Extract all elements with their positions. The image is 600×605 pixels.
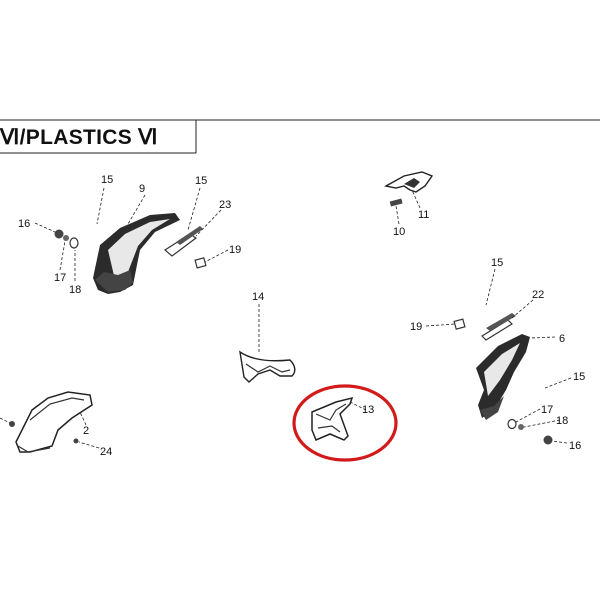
callout-17-a: 17 — [54, 272, 66, 284]
part-23-bracket — [163, 226, 203, 257]
part-2-lower-cover — [9, 391, 93, 453]
part-13-cover — [311, 396, 354, 441]
callout-16-b: 16 — [569, 440, 581, 452]
callout-15-a: 15 — [101, 174, 113, 186]
part-9-side-cover — [93, 213, 180, 294]
part-11-cover — [383, 171, 434, 193]
part-14-center-cover — [239, 350, 296, 383]
callout-15-c: 15 — [491, 257, 503, 269]
callout-22: 22 — [532, 289, 544, 301]
part-19-clip-right — [453, 318, 466, 330]
highlight-circle — [292, 384, 398, 462]
leader-lines — [0, 187, 572, 449]
part-10-tab — [389, 198, 403, 207]
callout-2: 2 — [83, 425, 89, 437]
page-title: Ⅵ/PLASTICS Ⅵ — [0, 126, 158, 149]
fasteners-right — [507, 418, 553, 445]
callout-24: 24 — [100, 446, 112, 458]
title-frame — [0, 119, 600, 154]
fasteners-left — [54, 229, 79, 249]
part-19-clip-left — [194, 257, 207, 269]
callout-15-b: 15 — [195, 175, 207, 187]
callout-23: 23 — [219, 199, 231, 211]
callout-19-a: 19 — [229, 244, 241, 256]
callout-19-b: 19 — [410, 321, 422, 333]
callout-11: 11 — [418, 209, 429, 221]
part-6-side-cover — [476, 334, 530, 420]
callout-18-a: 18 — [69, 284, 81, 296]
callout-17-b: 17 — [541, 404, 553, 416]
callout-13: 13 — [362, 404, 374, 416]
callout-18-b: 18 — [556, 415, 568, 427]
callout-10: 10 — [393, 226, 405, 238]
callout-6: 6 — [559, 333, 565, 345]
part-24-screw — [73, 438, 79, 444]
part-22-bracket — [481, 313, 516, 341]
callout-15-d: 15 — [573, 371, 585, 383]
callout-9: 9 — [139, 183, 145, 195]
callout-16-a: 16 — [18, 218, 30, 230]
callout-labels: 15 9 15 23 16 17 18 19 11 10 15 22 19 6 … — [18, 174, 585, 458]
callout-14: 14 — [252, 291, 264, 303]
